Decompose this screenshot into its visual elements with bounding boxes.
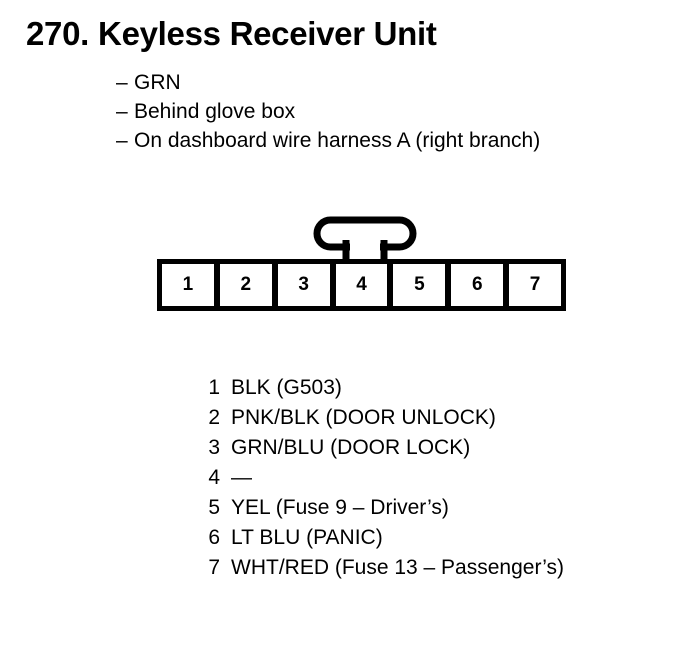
page-title-name: Keyless Receiver Unit — [98, 15, 437, 52]
dash-marker-icon: – — [116, 100, 128, 123]
dash-marker-icon: – — [116, 129, 128, 152]
pin-legend-label: BLK (G503) — [231, 376, 342, 399]
pin-legend-number: 4 — [208, 466, 220, 489]
pin-legend-row: 3 GRN/BLU (DOOR LOCK) — [206, 433, 564, 463]
dash-marker-icon: – — [116, 71, 128, 94]
page-title-number: 270. — [26, 15, 90, 52]
description-item-text: GRN — [134, 71, 181, 94]
connector-pin: 2 — [219, 264, 278, 306]
connector-pin: 5 — [393, 264, 452, 306]
pin-legend-number: 6 — [208, 526, 220, 549]
description-item: – Behind glove box — [116, 97, 540, 126]
pin-legend-label: WHT/RED (Fuse 13 – Passenger’s) — [231, 556, 564, 579]
description-item-text: Behind glove box — [134, 100, 296, 123]
description-item: – On dashboard wire harness A (right bra… — [116, 126, 540, 155]
pin-legend-row: 6 LT BLU (PANIC) — [206, 523, 564, 553]
pin-legend-label: LT BLU (PANIC) — [231, 526, 383, 549]
pin-legend-row: 1 BLK (G503) — [206, 373, 564, 403]
pin-legend-number: 1 — [208, 376, 220, 399]
connector-pin-row: 1 2 3 4 5 6 7 — [157, 259, 566, 311]
connector-pin: 3 — [277, 264, 336, 306]
connector-latch-tab-icon — [313, 216, 417, 264]
page-title: 270.Keyless Receiver Unit — [26, 16, 437, 52]
pin-legend-row: 7 WHT/RED (Fuse 13 – Passenger’s) — [206, 553, 564, 583]
pin-legend-label: YEL (Fuse 9 – Driver’s) — [231, 496, 449, 519]
pin-legend-row: 5 YEL (Fuse 9 – Driver’s) — [206, 493, 564, 523]
connector-pin: 6 — [451, 264, 510, 306]
connector-diagram: 1 2 3 4 5 6 7 — [157, 216, 569, 312]
pin-legend: 1 BLK (G503) 2 PNK/BLK (DOOR UNLOCK) 3 G… — [206, 373, 564, 583]
pin-legend-number: 2 — [208, 406, 220, 429]
connector-pin: 7 — [509, 264, 562, 306]
description-item-text: On dashboard wire harness A (right branc… — [134, 129, 541, 152]
pin-legend-number: 7 — [208, 556, 220, 579]
pin-legend-label: — — [231, 466, 252, 489]
description-item: – GRN — [116, 68, 540, 97]
connector-pin: 1 — [162, 264, 220, 306]
pin-legend-label: GRN/BLU (DOOR LOCK) — [231, 436, 471, 459]
pin-legend-row: 4 — — [206, 463, 564, 493]
connector-pin: 4 — [335, 264, 394, 306]
pin-legend-label: PNK/BLK (DOOR UNLOCK) — [231, 406, 496, 429]
pin-legend-row: 2 PNK/BLK (DOOR UNLOCK) — [206, 403, 564, 433]
pin-legend-number: 5 — [208, 496, 220, 519]
pin-legend-number: 3 — [208, 436, 220, 459]
description-list: – GRN – Behind glove box – On dashboard … — [116, 68, 540, 155]
